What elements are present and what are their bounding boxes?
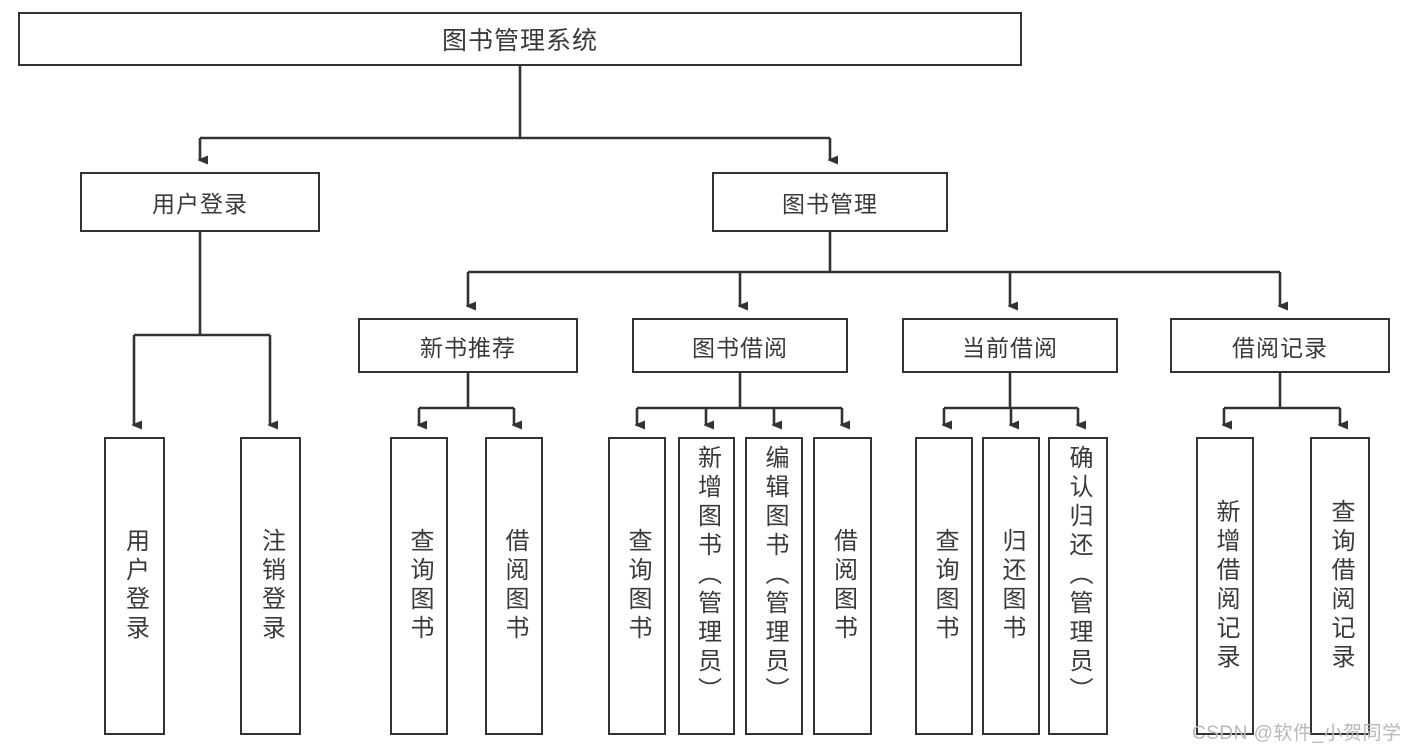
node-new-book-recommend[interactable]: 新书推荐	[358, 318, 578, 373]
leaf-label: 查询图书	[405, 528, 433, 644]
node-borrow-record[interactable]: 借阅记录	[1170, 318, 1390, 373]
node-user-login[interactable]: 用户登录	[80, 172, 320, 232]
leaf-label: 归还图书	[997, 528, 1025, 644]
leaf-user-login-logout[interactable]: 注销登录	[240, 437, 301, 735]
leaf-label: 新增借阅记录	[1211, 499, 1239, 673]
node-label: 当前借阅	[962, 334, 1058, 361]
leaf-label: 查询图书	[930, 528, 958, 644]
watermark-text: CSDN @软件_小贺同学	[1192, 723, 1402, 744]
node-root-system[interactable]: 图书管理系统	[18, 12, 1022, 66]
leaf-user-login-login[interactable]: 用户登录	[104, 437, 165, 735]
leaf-borrow-edit-book-admin[interactable]: 编辑图书（管理员）	[745, 437, 803, 735]
leaf-record-add-record[interactable]: 新增借阅记录	[1196, 437, 1254, 735]
node-label: 新书推荐	[420, 334, 516, 361]
node-label: 图书管理系统	[441, 27, 598, 55]
leaf-label: 查询图书	[623, 528, 651, 644]
leaf-label: 编辑图书（管理员）	[760, 445, 788, 706]
leaf-label: 查询借阅记录	[1326, 499, 1354, 673]
leaf-borrow-borrow-book[interactable]: 借阅图书	[813, 437, 872, 735]
leaf-recommend-borrow-book[interactable]: 借阅图书	[485, 437, 543, 735]
leaf-record-query-record[interactable]: 查询借阅记录	[1310, 437, 1370, 735]
leaf-borrow-add-book-admin[interactable]: 新增图书（管理员）	[678, 437, 735, 735]
leaf-label: 用户登录	[121, 528, 149, 644]
leaf-current-confirm-return-admin[interactable]: 确认归还（管理员）	[1048, 437, 1108, 735]
leaf-current-query-book[interactable]: 查询图书	[915, 437, 973, 735]
node-current-borrow[interactable]: 当前借阅	[902, 318, 1118, 373]
node-book-management[interactable]: 图书管理	[712, 172, 948, 232]
node-book-borrow[interactable]: 图书借阅	[632, 318, 848, 373]
leaf-recommend-query-book[interactable]: 查询图书	[390, 437, 448, 735]
node-label: 图书借阅	[692, 334, 788, 361]
leaf-label: 注销登录	[257, 528, 285, 644]
leaf-current-return-book[interactable]: 归还图书	[982, 437, 1040, 735]
leaf-label: 新增图书（管理员）	[693, 445, 721, 706]
leaf-borrow-query-book[interactable]: 查询图书	[608, 437, 666, 735]
node-label: 图书管理	[782, 191, 878, 217]
node-label: 用户登录	[152, 191, 248, 217]
leaf-label: 借阅图书	[500, 528, 528, 644]
leaf-label: 借阅图书	[829, 528, 857, 644]
node-label: 借阅记录	[1232, 334, 1328, 361]
leaf-label: 确认归还（管理员）	[1064, 445, 1092, 706]
